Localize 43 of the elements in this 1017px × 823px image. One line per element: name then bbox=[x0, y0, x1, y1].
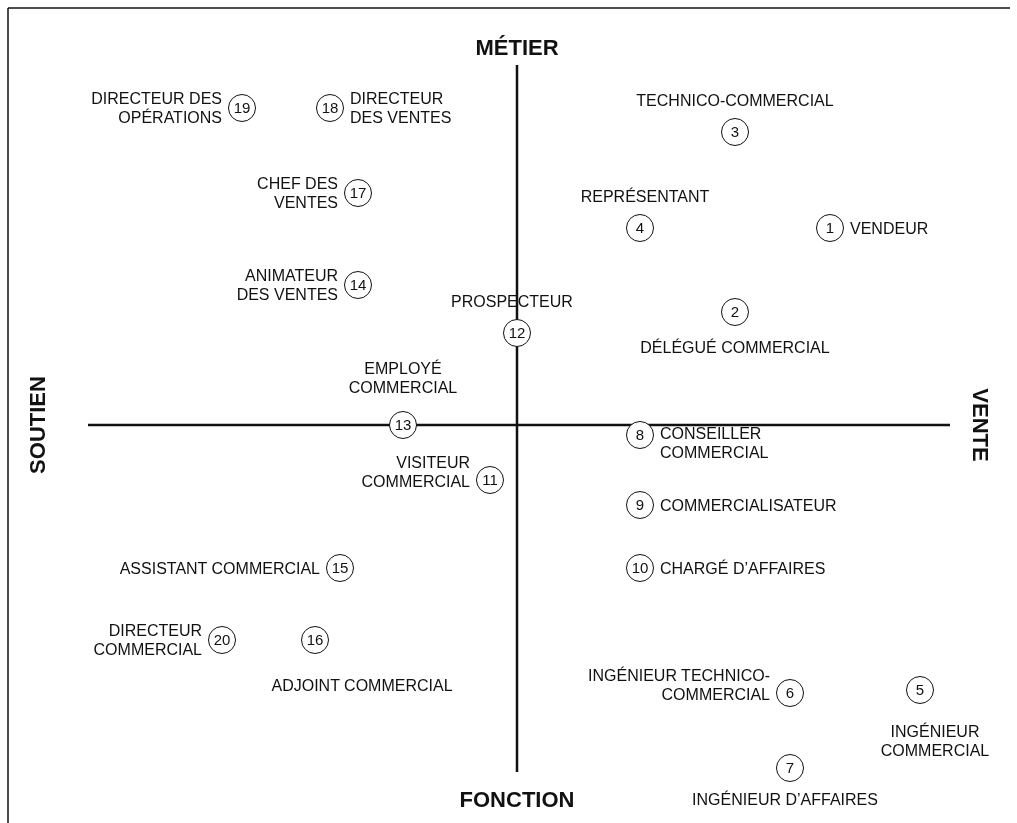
axis-title: FONCTION bbox=[459, 787, 575, 813]
number-circle: 8 bbox=[626, 421, 654, 449]
number-circle: 3 bbox=[721, 118, 749, 146]
job-title: INGÉNIEUR D’AFFAIRES bbox=[692, 790, 878, 809]
number-circle: 9 bbox=[626, 491, 654, 519]
number-circle: 20 bbox=[208, 626, 236, 654]
number-circle: 19 bbox=[228, 94, 256, 122]
number-circle: 1 bbox=[816, 214, 844, 242]
job-title: VENDEUR bbox=[850, 218, 929, 238]
number-circle: 7 bbox=[776, 754, 804, 782]
number-circle: 14 bbox=[344, 271, 372, 299]
job-title: DIRECTEUR COMMERCIAL bbox=[92, 621, 202, 659]
number-circle: 10 bbox=[626, 554, 654, 582]
number-circle: 4 bbox=[626, 214, 654, 242]
job-title: VISITEUR COMMERCIAL bbox=[360, 453, 470, 491]
job-title: CONSEILLER COMMERCIAL bbox=[660, 424, 770, 462]
job-title: DIRECTEUR DES OPÉRATIONS bbox=[90, 89, 222, 127]
number-circle: 11 bbox=[476, 466, 504, 494]
job-title: DIRECTEUR DES VENTES bbox=[350, 89, 453, 127]
number-circle: 6 bbox=[776, 679, 804, 707]
job-title: DÉLÉGUÉ COMMERCIAL bbox=[640, 338, 830, 357]
number-circle: 16 bbox=[301, 626, 329, 654]
job-title: INGÉNIEUR COMMERCIAL bbox=[880, 722, 990, 760]
number-circle: 18 bbox=[316, 94, 344, 122]
job-title: CHARGÉ D’AFFAIRES bbox=[660, 558, 826, 578]
job-title: INGÉNIEUR TECHNICO-COMMERCIAL bbox=[587, 666, 770, 704]
axis-title: MÉTIER bbox=[475, 35, 559, 61]
number-circle: 2 bbox=[721, 298, 749, 326]
job-title: COMMERCIALISATEUR bbox=[660, 495, 837, 515]
axis-title: VENTE bbox=[967, 388, 993, 462]
number-circle: 13 bbox=[389, 411, 417, 439]
job-title: ANIMATEUR DES VENTES bbox=[235, 266, 338, 304]
job-title: ADJOINT COMMERCIAL bbox=[271, 676, 453, 695]
axis-title: SOUTIEN bbox=[25, 376, 51, 474]
number-circle: 17 bbox=[344, 179, 372, 207]
job-title: REPRÉSENTANT bbox=[580, 187, 710, 206]
number-circle: 12 bbox=[503, 319, 531, 347]
job-title: EMPLOYÉ COMMERCIAL bbox=[347, 359, 459, 397]
job-title: TECHNICO-COMMERCIAL bbox=[636, 91, 834, 110]
job-title: CHEF DES VENTES bbox=[256, 174, 338, 212]
number-circle: 15 bbox=[326, 554, 354, 582]
job-title: ASSISTANT COMMERCIAL bbox=[119, 558, 320, 578]
number-circle: 5 bbox=[906, 676, 934, 704]
